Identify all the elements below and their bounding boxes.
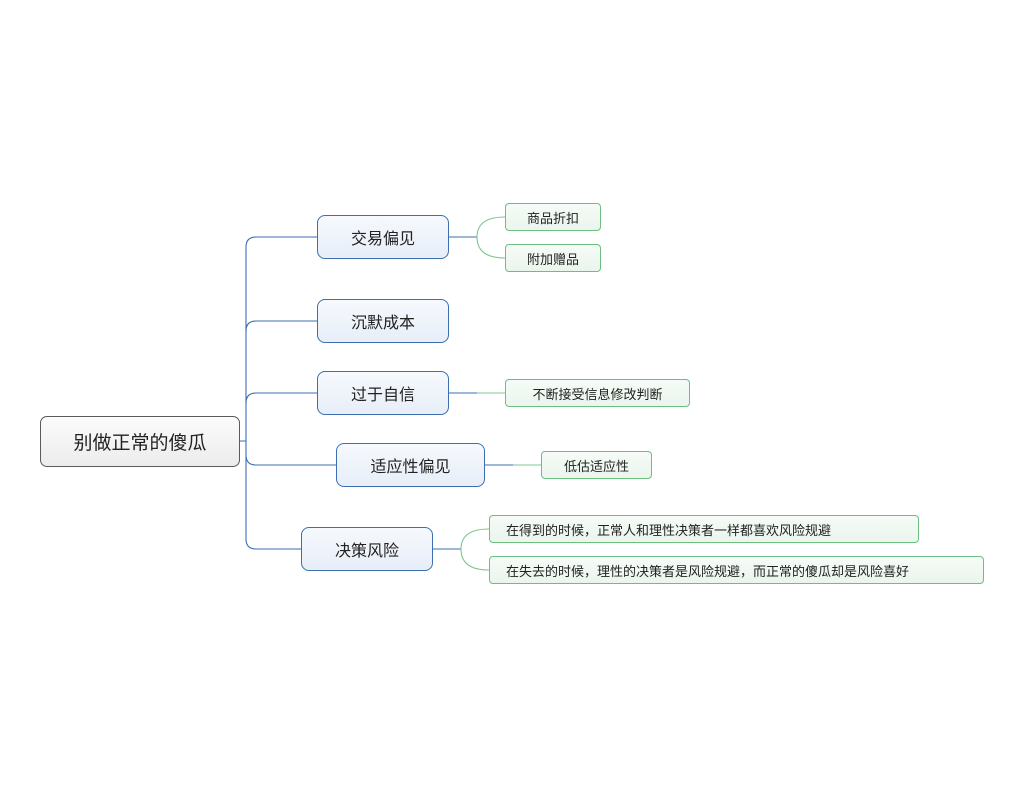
topic-sunk-cost[interactable]: 沉默成本: [317, 299, 449, 343]
connector-root-adapt: [245, 454, 336, 466]
connector-decide-gain: [460, 528, 490, 550]
connector-root-trade: [240, 236, 317, 442]
root-topic[interactable]: 别做正常的傻瓜: [40, 416, 240, 467]
subtopic-discount[interactable]: 商品折扣: [505, 203, 601, 231]
topic-overconfidence[interactable]: 过于自信: [317, 371, 449, 415]
connector-decide-loss: [460, 548, 490, 571]
subtopic-update-judgment[interactable]: 不断接受信息修改判断: [505, 379, 690, 407]
connector-trade-gift: [476, 236, 506, 259]
subtopic-risk-on-loss[interactable]: 在失去的时候，理性的决策者是风险规避，而正常的傻瓜却是风险喜好: [489, 556, 984, 584]
topic-decision-risk[interactable]: 决策风险: [301, 527, 433, 571]
topic-adaptation-bias[interactable]: 适应性偏见: [336, 443, 485, 487]
subtopic-underestimate-adaptation[interactable]: 低估适应性: [541, 451, 652, 479]
connector-root-sunk: [245, 320, 317, 332]
connector-root-over: [245, 392, 317, 404]
subtopic-risk-on-gain[interactable]: 在得到的时候，正常人和理性决策者一样都喜欢风险规避: [489, 515, 919, 543]
subtopic-free-gift[interactable]: 附加赠品: [505, 244, 601, 272]
topic-transaction-bias[interactable]: 交易偏见: [317, 215, 449, 259]
connector-root-decide: [245, 441, 301, 550]
connector-trade-discount: [476, 216, 506, 238]
